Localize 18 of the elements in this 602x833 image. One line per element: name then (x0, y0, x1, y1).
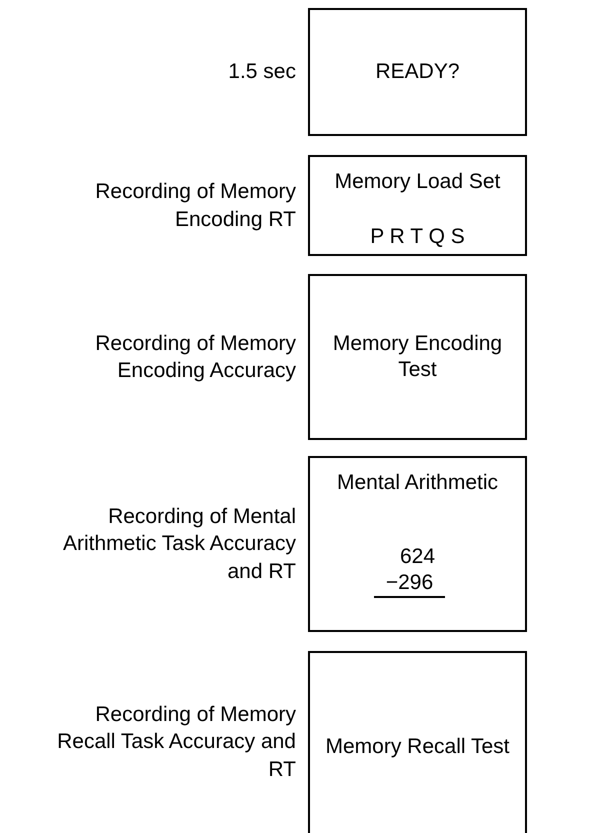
stimulus-screen-box (308, 456, 527, 632)
measure-label: Recording of Memory Recall Task Accuracy and RT (56, 702, 296, 783)
stimulus-screen-box (308, 651, 527, 833)
stimulus-screen-box (308, 155, 527, 256)
screen-heading: Mental Arithmetic (336, 470, 498, 496)
measure-label: 1.5 sec (227, 59, 296, 86)
measure-label: Recording of Memory Encoding RT (94, 179, 296, 232)
screen-text: Memory Encoding Test (332, 330, 504, 383)
stimulus-screen-box (308, 274, 527, 440)
measure-label: Recording of Mental Arithmetic Task Accuracy and RT (62, 504, 296, 585)
measure-label: Recording of Memory Encoding Accuracy (94, 330, 296, 384)
arithmetic-number: 624 (400, 544, 436, 570)
screen-text: READY? (375, 58, 460, 85)
screen-text: Memory Load Set (334, 169, 500, 195)
letter-set: P R T Q S (370, 224, 465, 250)
screen-text: Memory Recall Test (326, 734, 510, 760)
stimulus-screen-box (308, 8, 527, 136)
arithmetic-number: −296 (374, 570, 446, 598)
